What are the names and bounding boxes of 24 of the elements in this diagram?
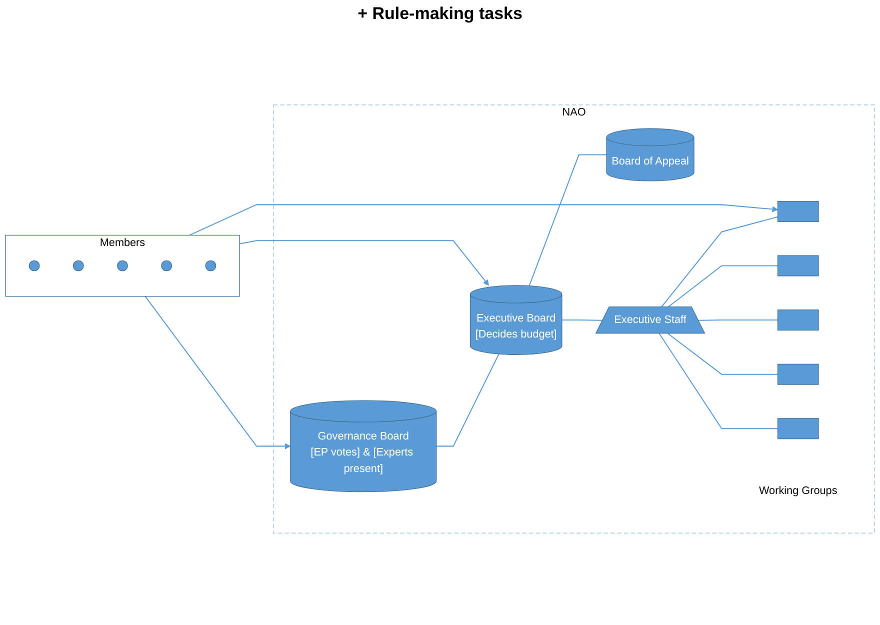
connector bbox=[436, 354, 500, 447]
arrow bbox=[144, 296, 291, 450]
node-box bbox=[777, 364, 819, 385]
node-box bbox=[777, 200, 819, 222]
connector bbox=[528, 154, 607, 286]
note-text: + Rule-making tasks bbox=[358, 4, 522, 23]
node-box bbox=[777, 255, 819, 276]
connector bbox=[698, 320, 778, 321]
arrow bbox=[189, 204, 778, 236]
arrow bbox=[239, 240, 489, 286]
node-box bbox=[777, 310, 819, 331]
cluster: Members bbox=[5, 234, 240, 297]
connector bbox=[562, 320, 603, 321]
node-circle bbox=[117, 260, 128, 272]
node-box bbox=[777, 418, 819, 440]
node-circle bbox=[161, 260, 172, 272]
node-circle bbox=[72, 260, 84, 272]
node-circle bbox=[205, 260, 216, 272]
connector bbox=[668, 265, 778, 308]
node-circle bbox=[28, 260, 40, 272]
node-text: Working Groups bbox=[759, 484, 838, 496]
connector bbox=[658, 333, 778, 430]
connector bbox=[668, 333, 778, 375]
connector bbox=[660, 216, 778, 308]
